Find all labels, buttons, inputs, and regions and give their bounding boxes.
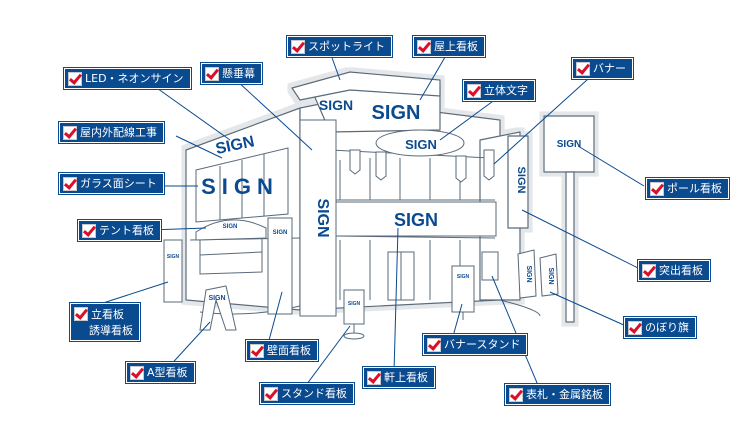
nobori-flag-1 (517, 249, 537, 299)
check-icon (291, 39, 305, 54)
tent-sign-text: SIGN (223, 224, 238, 230)
label-protruding-sign: 突出看板 (638, 260, 710, 281)
leader-lines (99, 51, 645, 391)
eaves-sign-band (335, 201, 497, 237)
protruding-sign-text: SIGN (515, 167, 527, 194)
check-icon (367, 370, 381, 385)
check-icon (576, 61, 590, 76)
nobori-sign-text-1: SIGN (525, 265, 532, 282)
label-standing-sign: 立看板 誘導看板 (70, 303, 140, 341)
check-icon (63, 125, 77, 140)
letters-sign-text: SIGN (405, 137, 437, 152)
rooftop-sign-text: SIGN (372, 102, 421, 124)
bstand-sign-text: SIGN (457, 274, 470, 280)
check-icon (467, 83, 481, 98)
pole-sign-text: SIGN (557, 139, 581, 150)
check-icon (417, 39, 431, 54)
a-frame-sign (199, 285, 237, 331)
standing-sign (163, 239, 183, 303)
label-wall-sign: 壁面看板 (246, 340, 318, 361)
check-icon (68, 71, 82, 86)
check-icon (509, 387, 523, 402)
spotlight-bar (291, 71, 441, 101)
sign-texts: SIGN SIGN SIGN SIGN SIGN SIGN SIGN SIGN … (167, 97, 581, 307)
label-eaves-sign: 軒上看板 (363, 367, 435, 388)
check-icon (205, 66, 219, 81)
nobori-sign-text-2: SIGN (547, 267, 554, 284)
check-icon (74, 307, 88, 321)
label-tent-sign: テント看板 (78, 220, 161, 241)
check-icon (642, 263, 656, 278)
standing-sign-text: SIGN (167, 254, 180, 260)
suspended-sign-text: SIGN (314, 198, 331, 237)
stand-sign (343, 289, 365, 325)
eaves-sign-text: SIGN (394, 210, 438, 230)
check-icon (264, 386, 278, 401)
check-icon (250, 343, 264, 358)
check-icon (650, 181, 664, 196)
label-rooftop-sign: 屋上看板 (413, 36, 485, 57)
suspended-banner (299, 119, 337, 317)
label-glass-sheet: ガラス面シート (59, 173, 164, 194)
letters-3d-oval (375, 129, 465, 157)
check-icon (628, 320, 642, 335)
tent-awning (195, 219, 267, 241)
label-banner: バナー (572, 58, 633, 79)
label-spotlight: スポットライト (287, 36, 392, 57)
label-pole-sign: ポール看板 (646, 178, 729, 199)
label-3d-letters: 立体文字 (463, 80, 535, 101)
label-nobori-flag: のぼり旗 (624, 317, 696, 338)
pole-sign-post (565, 171, 575, 323)
check-icon (130, 365, 144, 380)
label-nameplate: 表札・金属銘板 (505, 384, 610, 405)
label-suspended-banner: 懸垂幕 (201, 63, 262, 84)
check-icon (82, 223, 96, 238)
label-banner-stand: バナースタンド (423, 334, 528, 355)
label-a-frame: A型看板 (126, 362, 195, 383)
banner-stand (451, 265, 475, 313)
nameplate (481, 251, 499, 281)
stand-sign-text: SIGN (348, 301, 361, 307)
label-led-neon: LED・ネオンサイン (64, 68, 191, 89)
glass-sign-text: SIGN (201, 174, 279, 199)
spot-sign-text: SIGN (319, 97, 353, 113)
check-icon (427, 337, 441, 352)
aframe-sign-text: SIGN (208, 295, 225, 302)
nobori-flag-2 (539, 253, 559, 297)
wall-sign-text: SIGN (273, 230, 288, 236)
label-wiring: 屋内外配線工事 (59, 122, 164, 143)
check-icon (63, 176, 77, 191)
label-stand-sign: スタンド看板 (260, 383, 354, 404)
protruding-sign-box (507, 135, 529, 229)
